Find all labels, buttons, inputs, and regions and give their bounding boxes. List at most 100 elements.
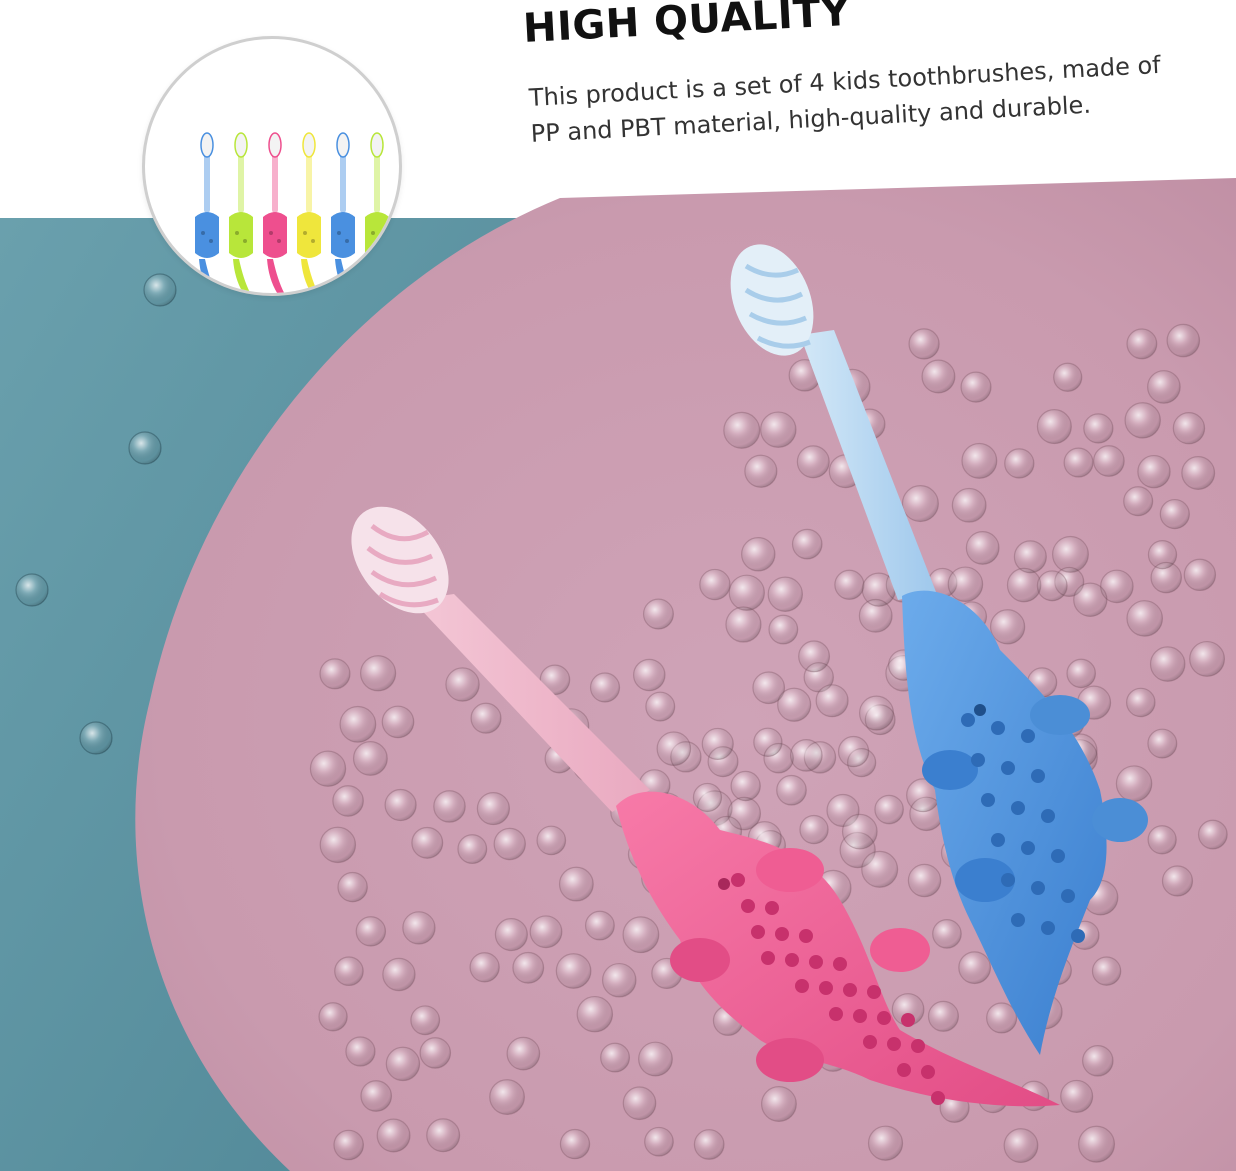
water-bead (15, 573, 49, 607)
water-bead (1078, 1125, 1116, 1163)
water-bead (768, 614, 799, 645)
water-bead (622, 1086, 657, 1121)
water-bead (741, 537, 776, 572)
texture-dot (1061, 889, 1075, 903)
texture-dot (1031, 769, 1045, 783)
water-bead (381, 705, 415, 739)
water-bead (79, 721, 113, 755)
water-bead (834, 569, 865, 600)
water-bead (1149, 646, 1186, 682)
texture-dot (1011, 801, 1025, 815)
water-bead (1147, 728, 1178, 759)
texture-dot (921, 1065, 935, 1079)
water-bead (1147, 370, 1181, 404)
water-bead (476, 791, 510, 826)
inset-toothbrush-lineup (195, 132, 389, 293)
water-bead (470, 702, 502, 734)
water-bead (644, 1126, 674, 1157)
inset-toothbrush (365, 132, 389, 293)
water-bead (1137, 454, 1171, 489)
water-bead (776, 774, 807, 806)
water-bead (600, 1042, 631, 1073)
water-bead (337, 871, 368, 903)
water-bead (1036, 570, 1068, 602)
water-bead (1172, 411, 1206, 445)
water-bead (701, 727, 734, 761)
water-bead (555, 953, 592, 989)
texture-dot (1021, 729, 1035, 743)
blue-crocodile-body (902, 590, 1107, 1055)
inset-toothbrush (195, 132, 219, 293)
water-bead (841, 813, 878, 850)
water-bead (965, 531, 1000, 565)
water-bead (1013, 540, 1047, 574)
water-bead (426, 1118, 461, 1153)
texture-dot (785, 953, 799, 967)
inset-toothbrush (297, 132, 321, 293)
water-bead (359, 655, 397, 692)
inset-toothbrush (263, 132, 287, 293)
water-bead (1004, 448, 1035, 479)
water-bead (1082, 1045, 1114, 1077)
water-bead (921, 359, 956, 394)
water-bead (493, 827, 526, 861)
water-bead (858, 695, 895, 731)
water-bead (1036, 409, 1072, 445)
water-bead (692, 782, 723, 813)
texture-dot (901, 1013, 915, 1027)
water-bead (633, 658, 666, 692)
water-bead (1100, 569, 1134, 604)
water-bead (1181, 456, 1216, 490)
texture-dot (833, 957, 847, 971)
water-bead (576, 995, 614, 1033)
water-bead (539, 664, 571, 696)
water-bead (457, 834, 488, 865)
water-bead (867, 1125, 904, 1161)
water-bead (927, 1000, 960, 1032)
inset-toothbrush (331, 132, 355, 293)
texture-dot (1051, 849, 1065, 863)
pink-crocodile-toothbrush (351, 506, 1060, 1107)
water-bead (1123, 486, 1154, 517)
water-bead (789, 739, 823, 772)
water-bead (901, 485, 939, 523)
texture-dot (971, 753, 985, 767)
water-bead (506, 1036, 541, 1071)
texture-dot (1031, 881, 1045, 895)
texture-dot (1001, 873, 1015, 887)
water-bead (128, 431, 162, 465)
water-bead (932, 918, 962, 949)
water-bead (699, 568, 731, 601)
texture-dot (829, 1007, 843, 1021)
texture-dot (765, 901, 779, 915)
water-bead (725, 606, 762, 643)
water-bead (961, 442, 998, 479)
water-bead (1073, 582, 1108, 617)
water-bead (332, 785, 364, 817)
water-bead (1091, 956, 1122, 986)
texture-dot (863, 1035, 877, 1049)
water-bead (989, 609, 1026, 645)
water-bead (333, 1129, 364, 1161)
texture-dot (961, 713, 975, 727)
water-bead (1147, 825, 1177, 855)
water-bead (411, 826, 444, 859)
water-bead (1053, 362, 1083, 392)
texture-dot (741, 899, 755, 913)
water-bead (309, 750, 347, 787)
water-bead (143, 273, 177, 307)
water-bead (1006, 567, 1042, 603)
water-bead (622, 916, 660, 954)
water-bead (589, 672, 621, 703)
water-bead (1159, 498, 1190, 530)
texture-dot (799, 929, 813, 943)
texture-dot (911, 1039, 925, 1053)
water-bead (947, 566, 984, 603)
water-bead (837, 735, 870, 768)
water-bead (318, 1002, 348, 1032)
water-bead (489, 1079, 525, 1115)
water-bead (752, 671, 786, 705)
inset-product-set (142, 36, 402, 296)
water-bead (761, 1086, 797, 1122)
texture-dot (991, 721, 1005, 735)
